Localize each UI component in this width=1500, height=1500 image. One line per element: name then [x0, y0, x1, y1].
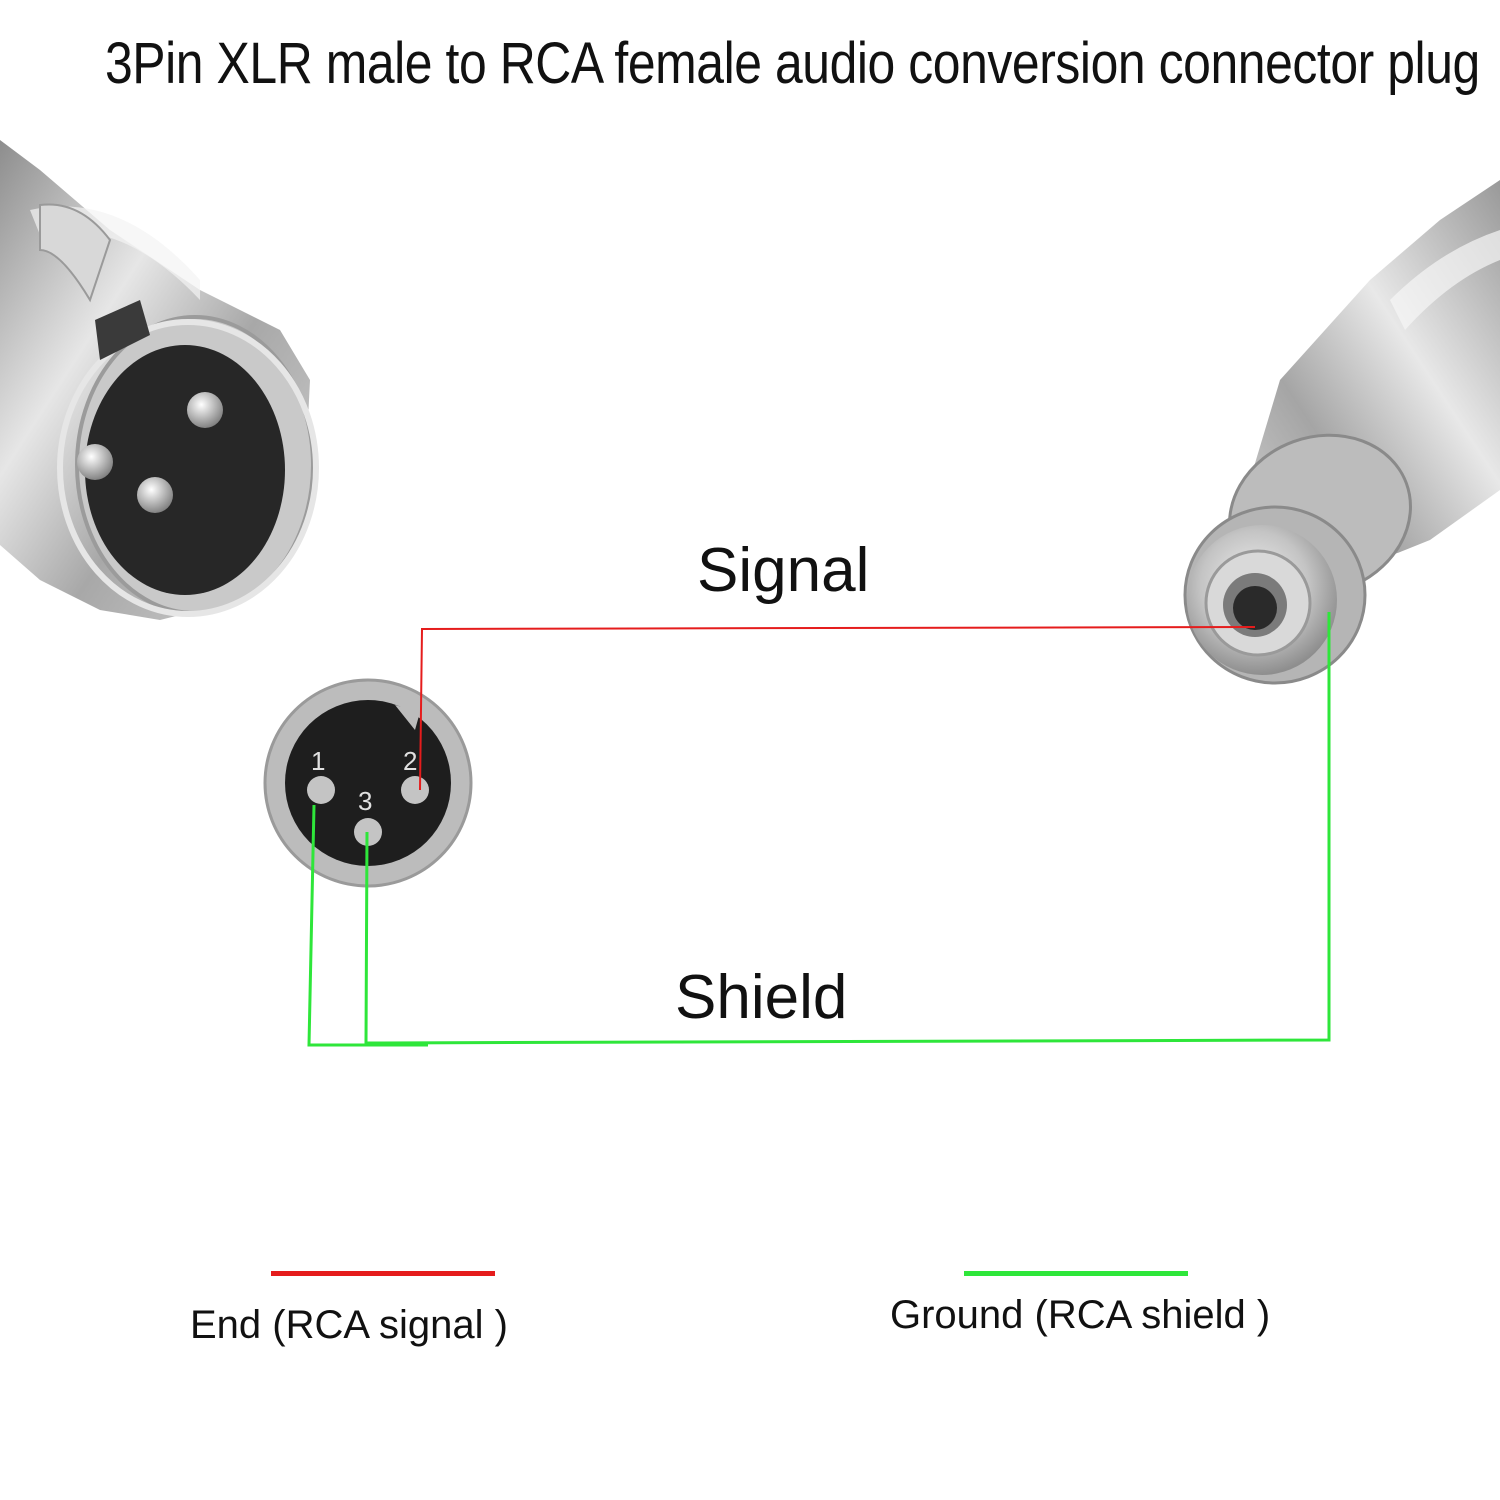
legend-signal-label: End (RCA signal ): [190, 1303, 508, 1347]
xlr-plug-pin: [187, 392, 223, 428]
signal-wire: [419, 626, 1256, 791]
xlr-male-plug-image: [0, 140, 319, 620]
rca-female-jack-image: [1183, 180, 1500, 685]
xlr-pin-2: 2: [401, 746, 429, 804]
xlr-pin-1: 1: [307, 746, 335, 804]
pin-number-label: 3: [358, 786, 372, 816]
legend-ground-swatch: [964, 1271, 1188, 1276]
xlr-pin-face-diagram: 1 2 3: [263, 678, 473, 888]
shield-wire: [307, 804, 428, 1047]
pin-number-label: 1: [311, 746, 325, 776]
signal-wire-label: Signal: [697, 536, 870, 605]
legend-signal-swatch: [271, 1271, 495, 1276]
legend-ground-label: Ground (RCA shield ): [890, 1293, 1271, 1337]
shield-wire: [364, 612, 1331, 1045]
shield-wire-label: Shield: [675, 963, 848, 1032]
xlr-plug-pin: [137, 477, 173, 513]
xlr-plug-pin: [77, 444, 113, 480]
xlr-pin-3: 3: [354, 786, 382, 846]
page-title: 3Pin XLR male to RCA female audio conver…: [105, 31, 1480, 96]
pin-number-label: 2: [403, 746, 417, 776]
